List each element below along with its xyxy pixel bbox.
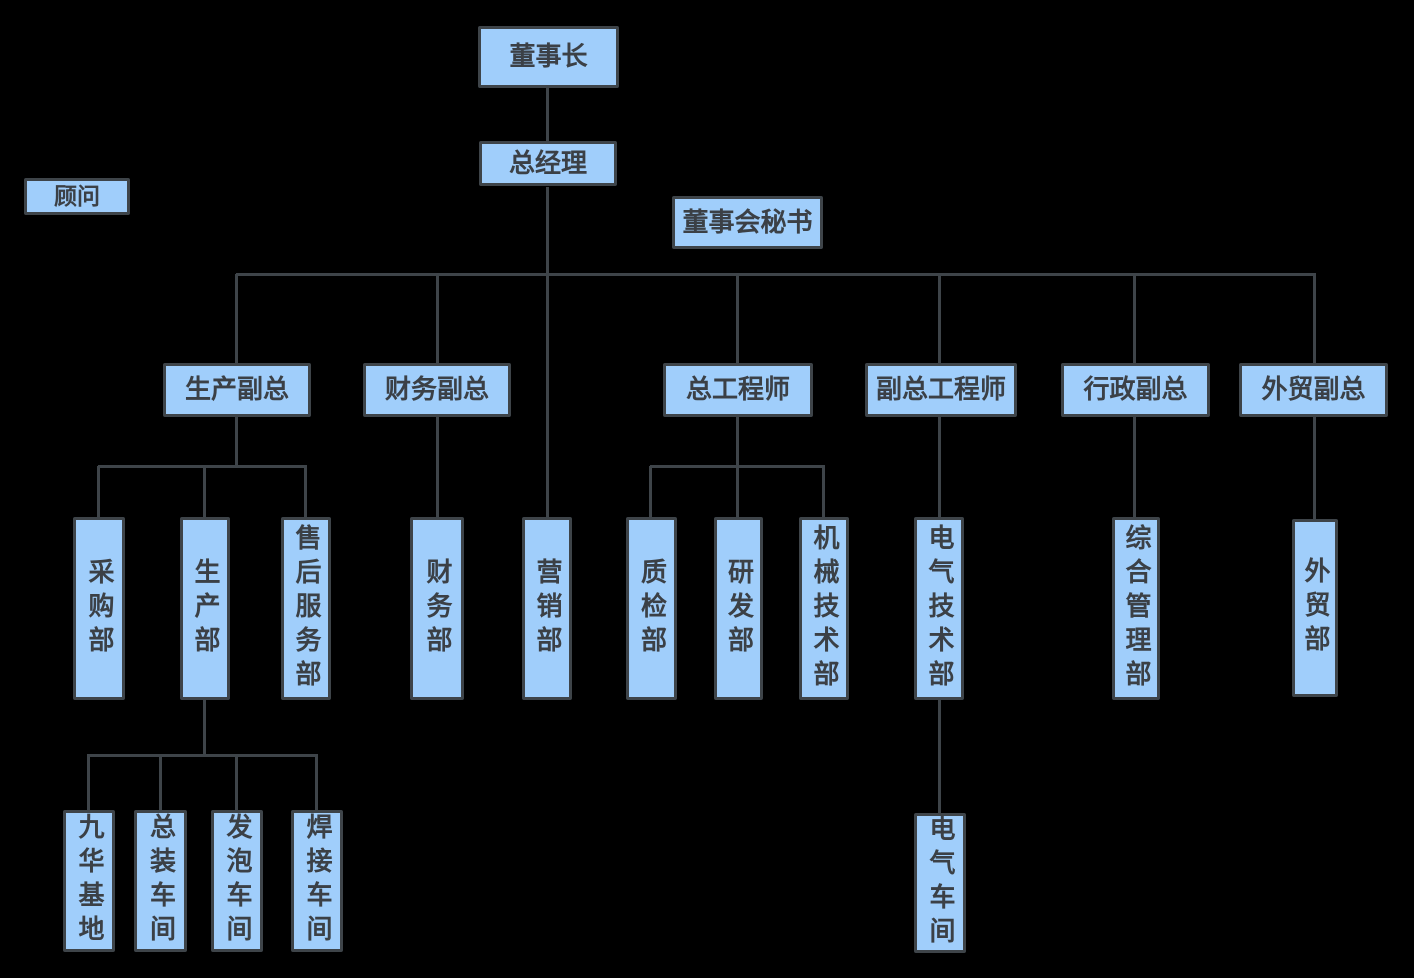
connector [203,700,206,756]
connector [236,273,1316,276]
connector [1313,274,1316,363]
connector [304,466,307,517]
node-general-manager[interactable]: 总经理 [479,141,617,186]
connector [822,466,825,517]
connector [546,88,549,142]
connector [97,466,100,517]
node-rnd-dept[interactable]: 研发部 [714,517,763,700]
node-production-dept[interactable]: 生产部 [180,517,230,700]
node-foreign-trade-vp[interactable]: 外贸副总 [1239,363,1388,417]
connector [159,755,162,810]
node-finance-vp[interactable]: 财务副总 [363,363,511,417]
node-quality-inspection-dept[interactable]: 质检部 [626,517,677,700]
node-foreign-trade-dept[interactable]: 外贸部 [1292,519,1338,697]
node-finance-dept[interactable]: 财务部 [410,517,464,700]
connector [436,417,439,517]
node-deputy-chief-engineer[interactable]: 副总工程师 [865,363,1017,417]
connector [436,274,439,363]
node-production-vp[interactable]: 生产副总 [163,363,311,417]
node-chairman[interactable]: 董事长 [478,26,619,88]
connector [203,466,206,517]
connector [649,466,652,517]
connector [235,417,238,467]
connector [736,274,739,363]
node-advisor[interactable]: 顾问 [24,178,130,215]
node-foaming-workshop[interactable]: 发泡车间 [211,810,263,952]
connector [315,755,318,810]
node-general-management-dept[interactable]: 综合管理部 [1112,517,1160,700]
node-admin-vp[interactable]: 行政副总 [1061,363,1210,417]
connector [87,755,90,810]
connector [650,465,825,468]
node-board-secretary[interactable]: 董事会秘书 [672,196,823,249]
node-chief-engineer[interactable]: 总工程师 [663,363,813,417]
node-welding-workshop[interactable]: 焊接车间 [291,810,343,952]
node-jiuhua-base[interactable]: 九华基地 [63,810,115,952]
connector [1133,417,1136,517]
connector [235,274,238,363]
node-electrical-technology-dept[interactable]: 电气技术部 [914,517,964,700]
node-mechanical-technology-dept[interactable]: 机械技术部 [799,517,849,700]
connector [938,700,941,813]
connector [938,417,941,517]
connector [235,755,238,810]
connector [1313,417,1316,519]
connector [938,274,941,363]
connector [546,187,549,517]
connector [98,465,307,468]
node-electrical-workshop[interactable]: 电气车间 [914,813,966,953]
node-purchasing-dept[interactable]: 采购部 [73,517,125,700]
node-final-assembly-workshop[interactable]: 总装车间 [134,810,187,952]
connector [1133,274,1136,363]
node-after-sales-service-dept[interactable]: 售后服务部 [281,517,331,700]
node-marketing-dept[interactable]: 营销部 [522,517,572,700]
connector [87,754,318,757]
